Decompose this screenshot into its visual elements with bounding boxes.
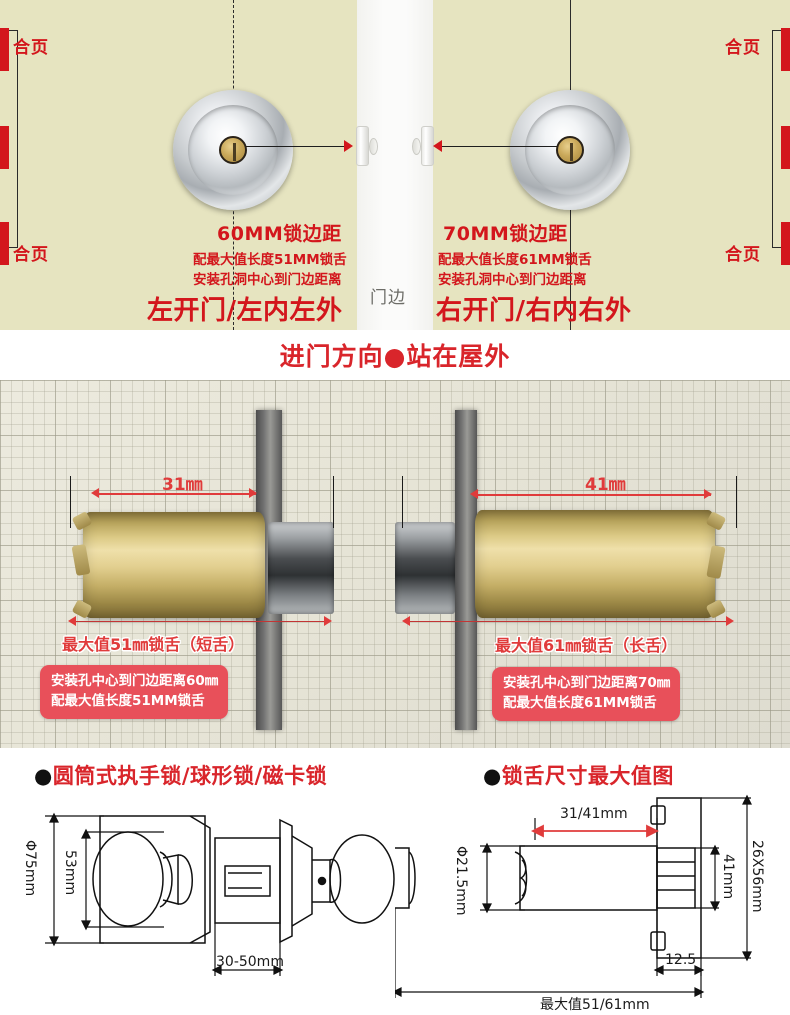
long-dim61-line bbox=[407, 621, 732, 622]
long-latch-photo: 41㎜ 最大值61㎜锁舌（长舌） 安装孔中心到门边距离70㎜ 配最大值长度61M… bbox=[395, 380, 790, 748]
left-latch-bolt bbox=[356, 126, 369, 166]
total-length-label: 最大值51/61mm bbox=[540, 997, 650, 1013]
long-dim41-text: 41㎜ bbox=[585, 475, 626, 495]
short-dim51-text: 最大值51㎜锁舌（短舌） bbox=[62, 635, 245, 654]
right-hinge-top bbox=[781, 28, 790, 71]
latch-dim-svg bbox=[395, 794, 752, 998]
latch-photo-section: 31㎜ 最大值51㎜锁舌（短舌） 安装孔中心到门边距离60㎜ 配最大值长度51M… bbox=[0, 380, 790, 748]
left-keyslot-icon bbox=[233, 143, 236, 161]
short-dim31-arrow-right bbox=[249, 488, 257, 498]
long-dim61-arrow-right bbox=[726, 616, 734, 626]
right-keyslot-icon bbox=[570, 143, 573, 161]
right-backset-title: 70MM锁边距 bbox=[443, 223, 568, 245]
long-dim41-tick-right bbox=[736, 476, 737, 528]
left-note-line1: 配最大值长度51MM锁舌 bbox=[193, 252, 347, 268]
long-dim41-tick-left bbox=[402, 476, 403, 528]
right-hinge-bottom bbox=[781, 222, 790, 265]
left-door-knob bbox=[173, 90, 293, 210]
long-latch-bolt bbox=[395, 522, 455, 614]
short-latch-badge: 安装孔中心到门边距离60㎜ 配最大值长度51MM锁舌 bbox=[40, 665, 229, 720]
short-dim31-arrow-left bbox=[91, 488, 99, 498]
left-backset-arrow-end bbox=[344, 140, 353, 152]
left-hinge-bracket bbox=[8, 30, 18, 248]
long-dim41-arrow-left bbox=[470, 489, 478, 499]
right-hinge-middle bbox=[781, 126, 790, 169]
right-door-knob bbox=[510, 90, 630, 210]
right-hinge-label-bottom: 合页 bbox=[725, 245, 761, 265]
left-hinge-label-bottom: 合页 bbox=[13, 245, 49, 265]
right-latch-nub bbox=[412, 138, 421, 155]
entry-direction-text: 进门方向●站在屋外 bbox=[279, 342, 511, 371]
latch-dimension-drawing: ●锁舌尺寸最大值图 bbox=[395, 748, 790, 1015]
right-hinge-bracket bbox=[772, 30, 782, 248]
short-dim51-arrow-right bbox=[324, 616, 332, 626]
knob-diameter-label: Φ75mm bbox=[22, 840, 38, 897]
left-backset-title: 60MM锁边距 bbox=[217, 223, 342, 245]
door-edge-label: 门边 bbox=[370, 288, 406, 308]
short-latch-bolt bbox=[268, 522, 334, 614]
bore-diameter-label: Φ21.5mm bbox=[453, 846, 469, 916]
right-door-direction: 右开门/右内右外 bbox=[436, 296, 632, 326]
latch-dim-title: 锁舌尺寸最大值图 bbox=[501, 764, 674, 788]
bullet-icon: ● bbox=[34, 764, 53, 788]
left-note-line2: 安装孔洞中心到门边距离 bbox=[193, 272, 342, 288]
short-latch-badge-line1: 安装孔中心到门边距离60㎜ bbox=[51, 673, 219, 689]
short-dim31-line bbox=[98, 493, 256, 495]
knob-lock-title: 圆筒式执手锁/球形锁/磁卡锁 bbox=[52, 764, 328, 788]
door-gap-frame bbox=[357, 0, 433, 330]
left-hinge-bottom bbox=[0, 222, 9, 265]
backset-label: 31/41mm bbox=[560, 806, 628, 822]
latch-dim-title-row: ●锁舌尺寸最大值图 bbox=[483, 760, 674, 790]
door-orientation-diagram: 合页 合页 合页 合页 60MM锁边距 配最大值 bbox=[0, 0, 790, 330]
left-door-direction: 左开门/左内左外 bbox=[147, 296, 343, 326]
right-note-line1: 配最大值长度61MM锁舌 bbox=[438, 252, 592, 268]
knob-lock-title-row: ●圆筒式执手锁/球形锁/磁卡锁 bbox=[34, 760, 327, 790]
right-backset-line bbox=[438, 146, 570, 147]
short-latch-badge-line2: 配最大值长度51MM锁舌 bbox=[51, 692, 205, 709]
right-hinge-label-top: 合页 bbox=[725, 38, 761, 58]
short-dim51-line bbox=[72, 621, 330, 622]
long-latch-badge: 安装孔中心到门边距离70㎜ 配最大值长度61MM锁舌 bbox=[492, 667, 681, 722]
right-note-line2: 安装孔洞中心到门边距离 bbox=[438, 272, 587, 288]
long-dim61-arrow-left bbox=[402, 616, 410, 626]
left-hinge-middle bbox=[0, 126, 9, 169]
short-latch-barrel bbox=[83, 512, 265, 618]
door-thickness-label: 30-50mm bbox=[216, 954, 284, 970]
right-knob-keyhole bbox=[556, 136, 584, 164]
left-knob-keyhole bbox=[219, 136, 247, 164]
long-latch-barrel bbox=[475, 510, 715, 618]
long-dim41-line bbox=[477, 494, 711, 496]
knob-lock-drawing: ●圆筒式执手锁/球形锁/磁卡锁 bbox=[0, 748, 395, 1015]
short-latch-photo: 31㎜ 最大值51㎜锁舌（短舌） 安装孔中心到门边距离60㎜ 配最大值长度51M… bbox=[0, 380, 395, 748]
entry-direction-banner: 进门方向●站在屋外 bbox=[0, 330, 790, 380]
faceplate-size-label: 26X56mm bbox=[749, 840, 765, 913]
right-backset-arrow-start bbox=[433, 140, 442, 152]
knob-lock-svg bbox=[45, 812, 395, 976]
long-latch-badge-line1: 安装孔中心到门边距离70㎜ bbox=[503, 675, 671, 691]
short-dim51-arrow-left bbox=[68, 616, 76, 626]
bolt-height-label: 41mm bbox=[720, 854, 736, 900]
long-dim41-arrow-right bbox=[704, 489, 712, 499]
left-backset-line bbox=[233, 146, 347, 147]
cad-drawing-section: ●圆筒式执手锁/球形锁/磁卡锁 bbox=[0, 748, 790, 1015]
bullet-icon: ● bbox=[483, 764, 502, 788]
long-dim61-text: 最大值61㎜锁舌（长舌） bbox=[495, 636, 678, 655]
short-dim31-text: 31㎜ bbox=[162, 475, 203, 495]
knob-height-label: 53mm bbox=[62, 850, 78, 896]
plate-thickness-label: 12.5 bbox=[665, 952, 697, 968]
short-dim31-tick-left bbox=[70, 476, 71, 528]
left-hinge-top bbox=[0, 28, 9, 71]
short-dim31-tick-right bbox=[333, 476, 334, 528]
long-latch-badge-line2: 配最大值长度61MM锁舌 bbox=[503, 694, 657, 711]
long-latch-faceplate bbox=[455, 410, 477, 730]
left-latch-nub bbox=[369, 138, 378, 155]
left-hinge-label-top: 合页 bbox=[13, 38, 49, 58]
